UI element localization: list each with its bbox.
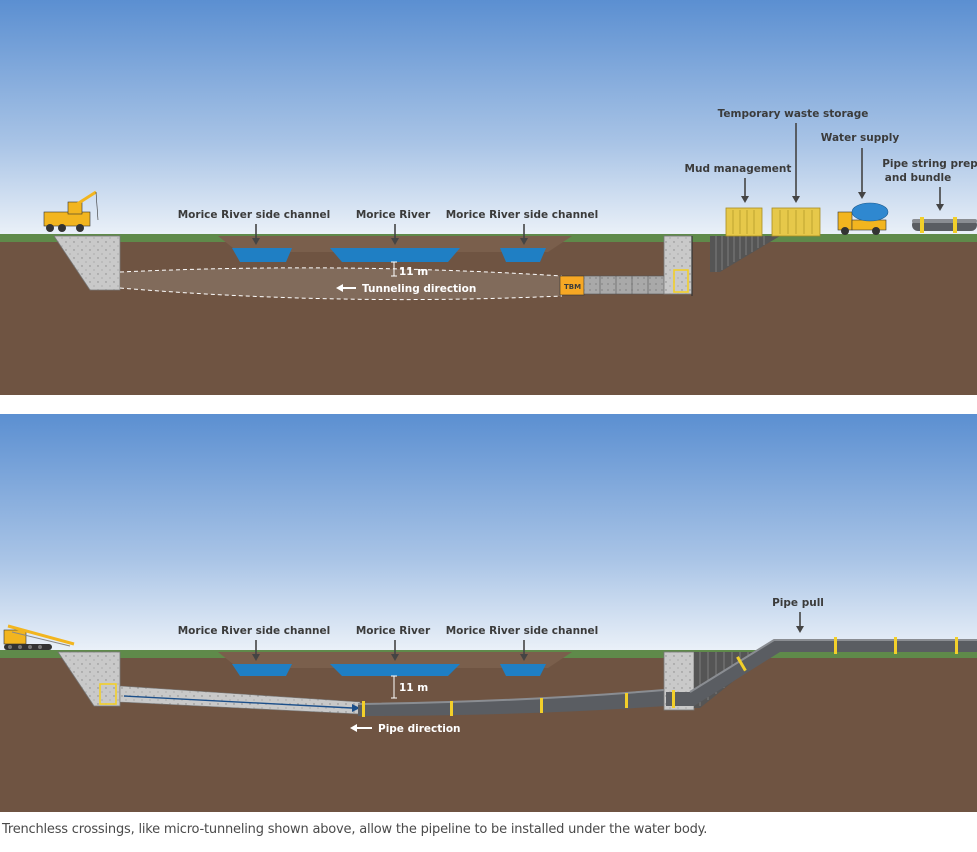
arrow-down-icon xyxy=(252,640,260,661)
sky xyxy=(0,414,977,656)
arrow-down-icon xyxy=(252,224,260,245)
label-pipe-direction: Pipe direction xyxy=(378,723,461,735)
arrow-down-icon xyxy=(520,640,528,661)
water-side-channel-left xyxy=(232,664,292,676)
depth-marker xyxy=(391,675,397,699)
installed-pipe xyxy=(358,690,666,716)
pipe-rising xyxy=(666,640,977,706)
mud-management-pit xyxy=(710,236,780,272)
crane-icon xyxy=(43,190,99,232)
tbm-label: TBM xyxy=(564,283,581,291)
water-supply-truck xyxy=(837,202,889,235)
water-side-channel-right xyxy=(500,664,546,676)
arrow-left-icon xyxy=(350,724,372,732)
label-river: Morice River xyxy=(356,209,431,221)
water-side-channel-left xyxy=(232,248,292,262)
arrow-down-icon xyxy=(391,640,399,661)
bottom-panel: Morice River side channel Morice River M… xyxy=(0,414,977,812)
label-pipe-prep: Pipe string prep xyxy=(882,158,977,170)
label-waste-storage: Temporary waste storage xyxy=(718,108,869,120)
arrow-down-icon xyxy=(391,224,399,245)
soil xyxy=(0,654,977,812)
label-side-channel-right: Morice River side channel xyxy=(446,209,599,221)
label-side-channel-left: Morice River side channel xyxy=(178,209,331,221)
label-pipe-pull: Pipe pull xyxy=(772,597,824,609)
left-shaft xyxy=(57,651,121,707)
label-water-supply: Water supply xyxy=(821,132,900,144)
arrow-left-icon xyxy=(336,284,356,292)
pipe-string xyxy=(912,217,977,233)
water-river xyxy=(330,664,460,676)
top-panel: TBM xyxy=(0,0,977,395)
label-pipe-prep-2: and bundle xyxy=(885,172,951,184)
arrow-down-icon xyxy=(858,148,866,199)
label-tunneling-direction: Tunneling direction xyxy=(362,283,476,295)
water-side-channel-right xyxy=(500,248,546,262)
caption: Trenchless crossings, like micro-tunneli… xyxy=(2,822,708,837)
arrow-down-icon xyxy=(520,224,528,245)
waste-storage-containers xyxy=(725,207,821,237)
label-depth: 11 m xyxy=(399,682,428,694)
label-side-channel-left: Morice River side channel xyxy=(178,625,331,637)
water-river xyxy=(330,248,460,262)
arrow-down-icon xyxy=(741,178,749,203)
sky xyxy=(0,0,977,240)
depth-marker xyxy=(391,261,397,277)
label-depth: 11 m xyxy=(399,266,428,278)
label-mud-management: Mud management xyxy=(685,163,792,175)
left-shaft xyxy=(53,235,121,291)
arrow-down-icon xyxy=(936,187,944,211)
pipe-pusher-icon xyxy=(3,624,75,650)
soil xyxy=(0,238,977,395)
pipe-jacking-segments xyxy=(583,275,665,295)
arrow-down-icon xyxy=(796,612,804,633)
label-side-channel-right: Morice River side channel xyxy=(446,625,599,637)
arrow-down-icon xyxy=(792,123,800,203)
label-river: Morice River xyxy=(356,625,431,637)
tunnel-bore xyxy=(120,267,562,300)
